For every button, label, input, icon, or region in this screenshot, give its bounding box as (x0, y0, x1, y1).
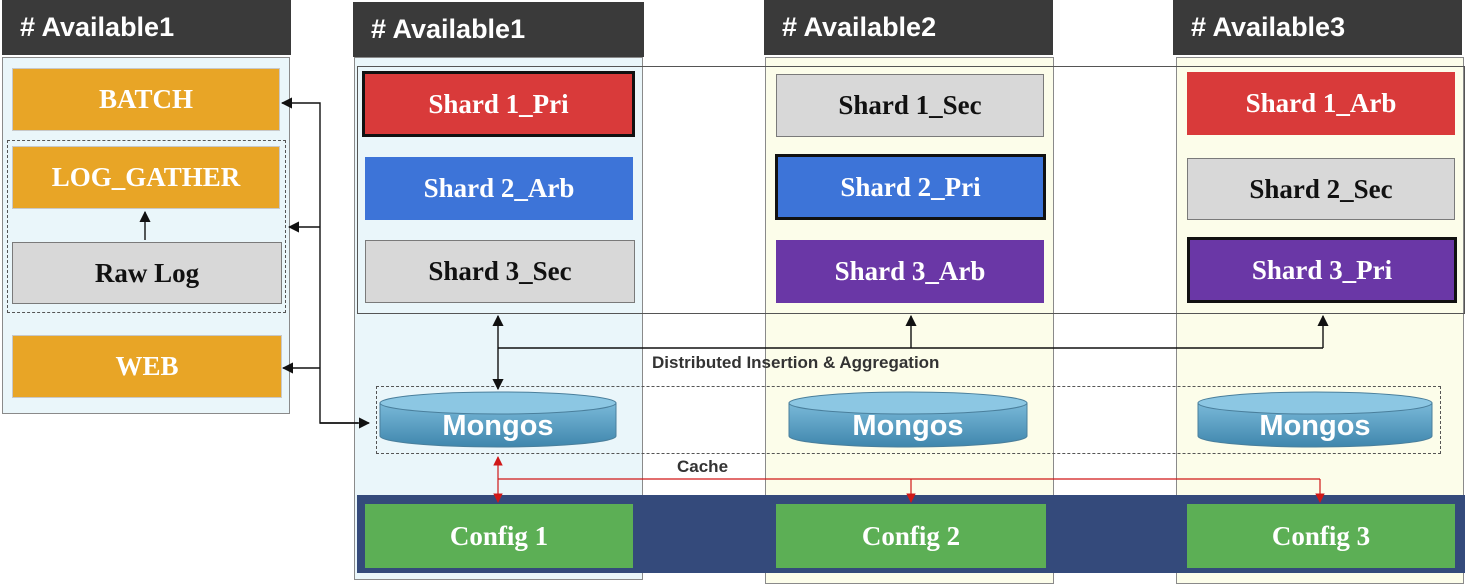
batch-box: BATCH (12, 68, 280, 131)
cache-label: Cache (677, 457, 729, 476)
distributed-connectors (492, 314, 1329, 391)
cache-connectors (493, 456, 1325, 503)
log-gather-box: LOG_GATHER (12, 146, 280, 209)
zone2-header: # Available2 (764, 0, 1053, 55)
shard2-secondary: Shard 2_Sec (1187, 158, 1455, 220)
distributed-insertion-label: Distributed Insertion & Aggregation (652, 353, 940, 372)
raw-log-box: Raw Log (12, 242, 282, 304)
shard3-primary: Shard 3_Pri (1187, 237, 1457, 303)
shard-cluster-outline (357, 66, 1465, 314)
shard1-arbiter: Shard 1_Arb (1187, 72, 1455, 135)
config2-box: Config 2 (776, 504, 1046, 568)
shard2-arbiter: Shard 2_Arb (365, 157, 633, 220)
mongos-label-2: Mongos (852, 409, 964, 442)
shard2-primary: Shard 2_Pri (775, 154, 1046, 220)
mongos-cylinder-1 (379, 391, 617, 448)
left-panel-header: # Available1 (2, 0, 291, 55)
shard1-secondary: Shard 1_Sec (776, 74, 1044, 137)
mongos-cylinders (379, 391, 1433, 448)
mongos-cylinder-3 (1197, 391, 1433, 448)
mongos-label-3: Mongos (1259, 409, 1371, 442)
shard3-secondary: Shard 3_Sec (365, 240, 635, 303)
mongos-to-batch-arrow (280, 97, 358, 424)
shard3-arbiter: Shard 3_Arb (776, 240, 1044, 303)
shard1-primary: Shard 1_Pri (362, 71, 635, 137)
config1-box: Config 1 (365, 504, 633, 568)
zone3-header: # Available3 (1173, 0, 1462, 55)
mongos-label-1: Mongos (442, 409, 554, 442)
app-connectors (139, 97, 371, 429)
mongos-cylinder-2 (788, 391, 1028, 448)
zone1-header: # Available1 (353, 2, 644, 57)
web-box: WEB (12, 335, 282, 398)
mongos-row-outline (376, 386, 1441, 454)
log-group-outline (7, 140, 286, 313)
config3-box: Config 3 (1187, 504, 1455, 568)
